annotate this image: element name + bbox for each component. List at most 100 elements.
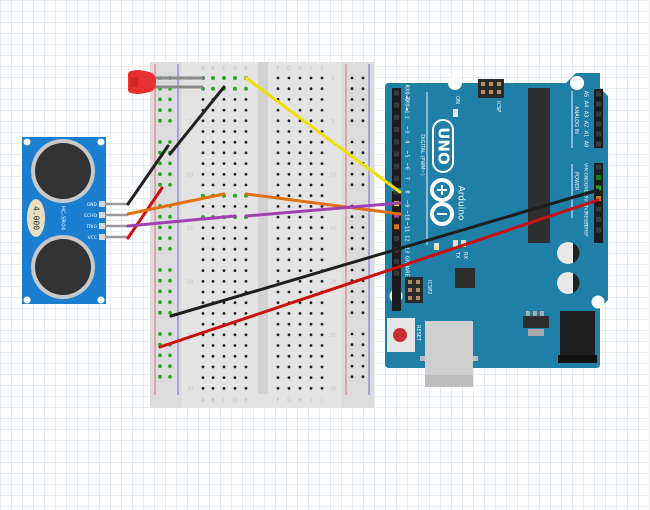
breadboard-hole[interactable] bbox=[309, 247, 313, 251]
digital-pin[interactable] bbox=[394, 90, 399, 96]
breadboard-hole[interactable] bbox=[201, 237, 205, 240]
breadboard-hole[interactable] bbox=[298, 76, 302, 80]
breadboard-hole[interactable] bbox=[276, 258, 280, 262]
breadboard-hole[interactable] bbox=[309, 344, 313, 347]
rail-hole[interactable] bbox=[168, 300, 172, 304]
breadboard-hole[interactable] bbox=[309, 226, 313, 230]
breadboard-hole[interactable] bbox=[244, 205, 248, 208]
breadboard-hole[interactable] bbox=[298, 130, 302, 133]
rail-hole[interactable] bbox=[350, 354, 354, 357]
breadboard-hole[interactable] bbox=[309, 194, 313, 198]
rail-hole[interactable] bbox=[350, 268, 354, 272]
breadboard-hole[interactable] bbox=[276, 194, 280, 198]
rail-hole[interactable] bbox=[158, 268, 162, 272]
rail-hole[interactable] bbox=[361, 364, 365, 368]
breadboard-hole[interactable] bbox=[298, 258, 302, 262]
breadboard-hole[interactable] bbox=[211, 312, 215, 315]
rail-hole[interactable] bbox=[350, 215, 354, 219]
breadboard-hole[interactable] bbox=[309, 322, 313, 326]
breadboard-hole[interactable] bbox=[320, 172, 324, 176]
breadboard-hole[interactable] bbox=[233, 365, 237, 369]
breadboard-hole[interactable] bbox=[201, 301, 205, 305]
rail-hole[interactable] bbox=[361, 215, 365, 219]
breadboard-hole[interactable] bbox=[211, 290, 215, 294]
breadboard-hole[interactable] bbox=[309, 76, 313, 80]
breadboard-hole[interactable] bbox=[211, 279, 215, 283]
breadboard-hole[interactable] bbox=[222, 269, 226, 272]
rail-hole[interactable] bbox=[168, 108, 172, 112]
breadboard-hole[interactable] bbox=[222, 376, 226, 379]
rail-hole[interactable] bbox=[350, 183, 354, 187]
breadboard-hole[interactable] bbox=[233, 301, 237, 305]
breadboard-hole[interactable] bbox=[211, 119, 215, 123]
breadboard-hole[interactable] bbox=[309, 98, 313, 101]
breadboard-hole[interactable] bbox=[233, 333, 237, 337]
rail-hole[interactable] bbox=[361, 236, 365, 240]
breadboard-hole[interactable] bbox=[309, 301, 313, 305]
breadboard-hole[interactable] bbox=[222, 290, 226, 294]
breadboard-hole[interactable] bbox=[222, 108, 226, 112]
breadboard-hole[interactable] bbox=[244, 269, 248, 272]
breadboard-hole[interactable] bbox=[222, 119, 226, 123]
breadboard-hole[interactable] bbox=[298, 322, 302, 326]
breadboard-hole[interactable] bbox=[298, 183, 302, 187]
breadboard-hole[interactable] bbox=[222, 183, 226, 187]
breadboard-hole[interactable] bbox=[276, 183, 280, 187]
breadboard-hole[interactable] bbox=[309, 386, 313, 390]
breadboard-hole[interactable] bbox=[211, 386, 215, 390]
rail-hole[interactable] bbox=[168, 161, 172, 166]
digital-pin[interactable] bbox=[394, 224, 399, 230]
breadboard-hole[interactable] bbox=[211, 86, 215, 91]
breadboard-hole[interactable] bbox=[244, 98, 248, 101]
breadboard-hole[interactable] bbox=[309, 269, 313, 272]
rail-hole[interactable] bbox=[158, 278, 162, 283]
digital-pin[interactable] bbox=[394, 151, 399, 157]
analog-pin[interactable] bbox=[596, 141, 601, 147]
digital-pin[interactable] bbox=[394, 270, 399, 276]
rail-hole[interactable] bbox=[158, 310, 162, 315]
breadboard-hole[interactable] bbox=[233, 193, 237, 198]
rail-hole[interactable] bbox=[158, 353, 162, 358]
breadboard-hole[interactable] bbox=[211, 258, 215, 262]
breadboard-hole[interactable] bbox=[222, 365, 226, 369]
breadboard-hole[interactable] bbox=[233, 376, 237, 379]
breadboard-hole[interactable] bbox=[244, 108, 248, 112]
wire-black-led-ground[interactable] bbox=[168, 85, 226, 156]
rail-hole[interactable] bbox=[168, 268, 172, 272]
rail-hole[interactable] bbox=[158, 236, 162, 241]
breadboard-hole[interactable] bbox=[211, 269, 215, 272]
breadboard-hole[interactable] bbox=[244, 344, 248, 347]
power-pin[interactable] bbox=[596, 227, 601, 233]
breadboard-hole[interactable] bbox=[233, 151, 237, 155]
breadboard-hole[interactable] bbox=[309, 119, 313, 123]
breadboard-hole[interactable] bbox=[276, 119, 280, 123]
breadboard-hole[interactable] bbox=[320, 76, 324, 80]
rail-hole[interactable] bbox=[168, 236, 172, 241]
breadboard-hole[interactable] bbox=[233, 279, 237, 283]
breadboard-hole[interactable] bbox=[309, 237, 313, 240]
breadboard-hole[interactable] bbox=[298, 344, 302, 347]
breadboard-hole[interactable] bbox=[233, 86, 237, 91]
rail-hole[interactable] bbox=[158, 182, 162, 187]
breadboard-hole[interactable] bbox=[276, 76, 280, 80]
breadboard-hole[interactable] bbox=[287, 205, 291, 208]
rail-hole[interactable] bbox=[361, 300, 365, 304]
breadboard-hole[interactable] bbox=[211, 376, 215, 379]
breadboard-hole[interactable] bbox=[287, 386, 291, 390]
breadboard-hole[interactable] bbox=[201, 183, 205, 187]
breadboard-hole[interactable] bbox=[211, 237, 215, 240]
wire-purple-pin10[interactable] bbox=[244, 201, 402, 218]
analog-pin[interactable] bbox=[596, 101, 601, 107]
breadboard-hole[interactable] bbox=[222, 162, 226, 166]
breadboard-hole[interactable] bbox=[298, 215, 302, 219]
breadboard-hole[interactable] bbox=[298, 151, 302, 155]
breadboard-hole[interactable] bbox=[201, 162, 205, 166]
rail-hole[interactable] bbox=[168, 353, 172, 358]
breadboard-hole[interactable] bbox=[276, 108, 280, 112]
breadboard-hole[interactable] bbox=[287, 119, 291, 123]
rail-hole[interactable] bbox=[158, 225, 162, 230]
breadboard-hole[interactable] bbox=[233, 312, 237, 315]
breadboard-hole[interactable] bbox=[320, 258, 324, 262]
rail-hole[interactable] bbox=[361, 343, 365, 347]
breadboard-hole[interactable] bbox=[211, 183, 215, 187]
